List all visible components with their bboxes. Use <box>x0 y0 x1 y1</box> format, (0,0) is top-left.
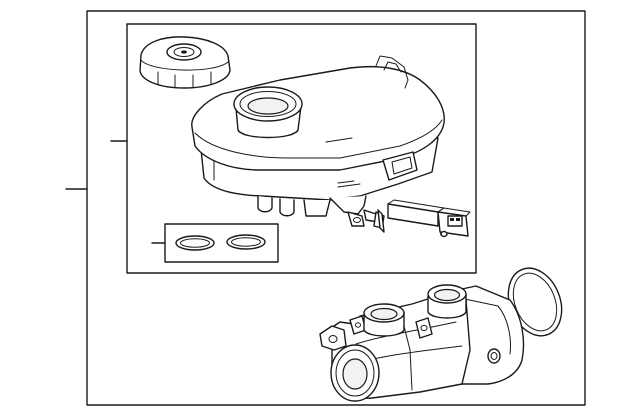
level-sensor <box>363 199 471 238</box>
master-cylinder-body <box>319 284 525 402</box>
fluid-reservoir <box>191 55 445 227</box>
reservoir-seals <box>151 223 279 263</box>
assembly-frame <box>65 10 586 406</box>
reservoir-kit-frame <box>110 23 477 274</box>
reservoir-cap <box>139 36 231 89</box>
